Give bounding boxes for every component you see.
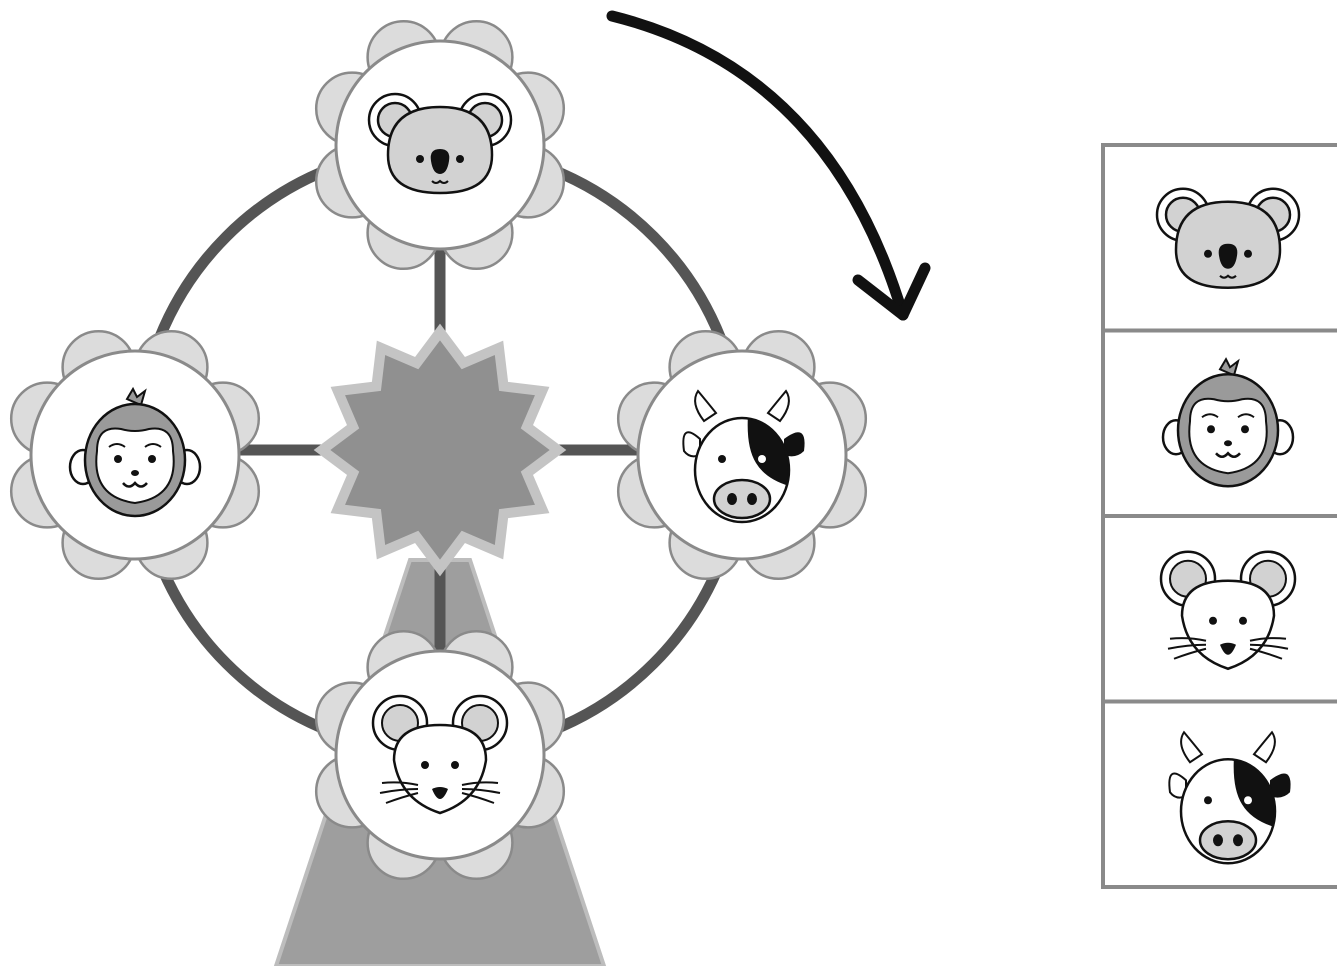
- koala-icon: [367, 92, 513, 195]
- mouse-icon: [1159, 550, 1297, 671]
- mouse-icon: [371, 694, 509, 815]
- cow-icon: [682, 389, 805, 524]
- wheel-cabins: [9, 19, 868, 881]
- monkey-icon: [1161, 357, 1295, 488]
- cabin-top: [314, 19, 566, 271]
- cabin-bottom: [314, 629, 566, 881]
- koala-icon: [1155, 187, 1301, 290]
- wheel-hub: [313, 323, 567, 577]
- cow-icon: [1168, 730, 1291, 865]
- clockwise-arrow: [606, 10, 931, 321]
- cabin-right: [616, 329, 868, 581]
- monkey-icon: [68, 386, 202, 518]
- answer-column: [1101, 143, 1337, 889]
- cabin-left: [9, 329, 261, 581]
